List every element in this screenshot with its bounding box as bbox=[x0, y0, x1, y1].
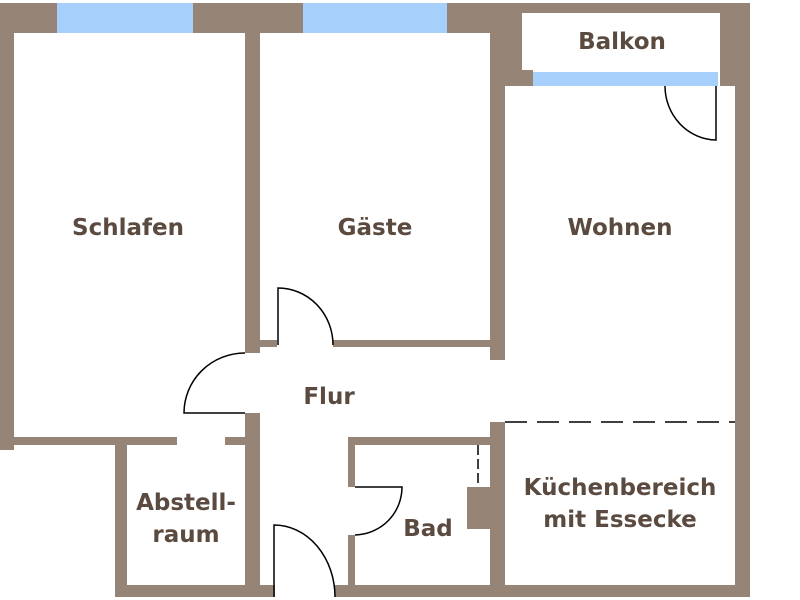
room-label-schlafen: Schlafen bbox=[72, 215, 184, 241]
room-label-kueche: Küchenbereich mit Essecke bbox=[524, 472, 717, 536]
room-label-flur: Flur bbox=[303, 384, 355, 410]
window-balkon bbox=[533, 72, 718, 86]
room-label-bad: Bad bbox=[403, 516, 453, 542]
room-label-kueche-line2: mit Essecke bbox=[543, 507, 697, 533]
room-label-gaeste: Gäste bbox=[337, 215, 413, 241]
room-label-wohnen: Wohnen bbox=[567, 215, 673, 241]
doors bbox=[183, 85, 735, 598]
window-schlafen bbox=[57, 3, 193, 33]
window-gaeste bbox=[303, 3, 447, 33]
door-balkon bbox=[664, 85, 717, 141]
room-label-abstellraum-line2: raum bbox=[152, 522, 220, 548]
room-label-abstellraum: Abstell- raum bbox=[136, 487, 236, 551]
door-entrance bbox=[273, 524, 336, 598]
door-bad bbox=[354, 486, 403, 536]
door-schlafen bbox=[183, 352, 246, 414]
door-gaeste bbox=[277, 287, 334, 346]
room-label-abstellraum-line1: Abstell- bbox=[136, 490, 236, 516]
walls bbox=[0, 3, 750, 597]
room-label-kueche-line1: Küchenbereich bbox=[523, 475, 717, 501]
windows bbox=[57, 3, 718, 86]
room-label-balkon: Balkon bbox=[578, 29, 666, 55]
